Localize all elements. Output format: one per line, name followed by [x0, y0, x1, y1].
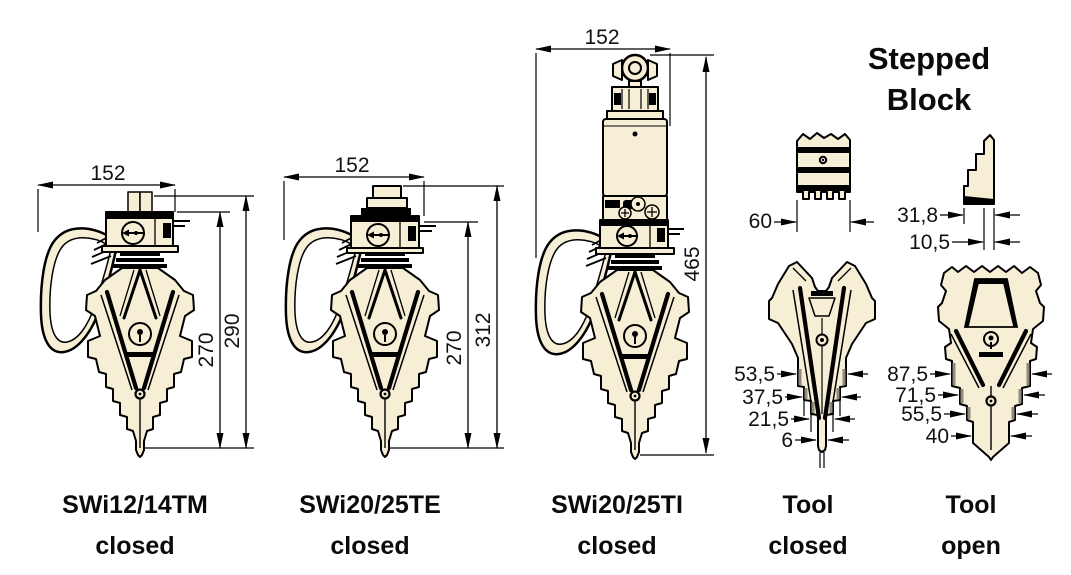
dim-block-depth-label: 31,8 — [897, 204, 938, 227]
caption-swi12-14tm: SWi12/14TM closed — [25, 485, 245, 567]
motor-unit — [602, 53, 668, 221]
caption-model: SWi12/14TM — [62, 491, 208, 519]
dim-inner-height-label: 270 — [443, 330, 466, 365]
dim-label: 6 — [781, 429, 793, 452]
dimensions-tool-open: 87,5 71,5 55,5 40 — [887, 363, 1052, 448]
stepped-block-title-line2: Block — [886, 82, 972, 117]
grease-nipple — [668, 228, 684, 235]
caption-tool-open: Tool open — [861, 485, 1071, 567]
dimensions-fig1: 152 270 290 — [37, 162, 254, 449]
dim-label: 87,5 — [887, 363, 928, 386]
caption-model: SWi20/25TE — [299, 491, 441, 519]
dimensions-tool-closed: 53,5 37,5 21,5 6 — [734, 363, 868, 468]
dim-width-label: 152 — [584, 26, 619, 49]
tool-head — [595, 219, 684, 255]
tool-head — [346, 185, 436, 254]
dim-label: 40 — [926, 425, 949, 448]
figure-tool-closed: 53,5 37,5 21,5 6 — [734, 261, 876, 468]
stepped-block-views: 60 31,8 10,5 — [749, 132, 1020, 254]
tip-open-body — [937, 265, 1045, 461]
figure-tool-open: 87,5 71,5 55,5 40 — [887, 265, 1052, 461]
grease-nipple — [419, 225, 436, 232]
stepped-block-title: Stepped Block — [829, 38, 1029, 120]
figure-swi12-14tm: 152 270 290 — [37, 162, 254, 457]
dim-inner-height-label: 270 — [195, 332, 218, 367]
caption-state: closed — [330, 532, 410, 560]
dim-width-label: 152 — [90, 162, 125, 185]
dim-height-label: 465 — [681, 246, 704, 281]
dim-outer-height-label: 312 — [472, 312, 495, 347]
dim-outer-height-label: 290 — [221, 313, 244, 348]
caption-state: closed — [577, 532, 657, 560]
dimensions-fig2: 152 270 312 — [283, 154, 504, 449]
dim-label: 21,5 — [748, 408, 789, 431]
caption-state: open — [941, 532, 1001, 560]
dim-width-label: 152 — [334, 154, 369, 177]
caption-tool-closed: Tool closed — [698, 485, 918, 567]
block-front-view: 60 — [749, 132, 874, 233]
caption-model: SWi20/25TI — [551, 491, 683, 519]
dim-block-width-label: 60 — [749, 210, 772, 233]
block-side-view: 31,8 10,5 — [897, 134, 1020, 254]
caption-model: Tool — [782, 491, 834, 519]
caption-swi20-25ti: SWi20/25TI closed — [507, 485, 727, 567]
dim-label: 53,5 — [734, 363, 775, 386]
grease-nipple — [173, 220, 190, 227]
figure-swi20-25ti: 152 465 — [536, 26, 714, 459]
tip-open-details — [950, 278, 1032, 450]
tip-closed-details — [792, 267, 852, 421]
caption-swi20-25te: SWi20/25TE closed — [260, 485, 480, 567]
dim-label: 71,5 — [895, 384, 936, 407]
stepped-block-title-line1: Stepped — [867, 41, 991, 76]
caption-state: closed — [768, 532, 848, 560]
caption-state: closed — [95, 532, 175, 560]
figure-swi20-25te: 152 270 312 — [283, 154, 504, 457]
dim-block-step-label: 10,5 — [909, 231, 950, 254]
dimensions-fig3: 152 465 — [535, 26, 714, 456]
dim-label: 37,5 — [742, 386, 783, 409]
dim-label: 55,5 — [901, 403, 942, 426]
caption-model: Tool — [945, 491, 997, 519]
tool-head — [101, 191, 190, 253]
